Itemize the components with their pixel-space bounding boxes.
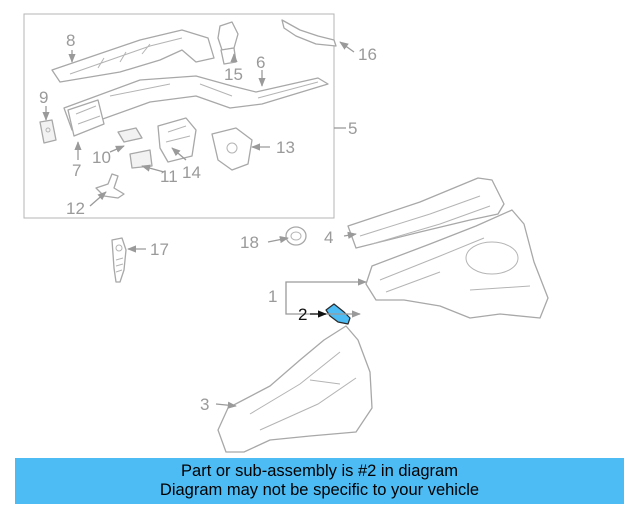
part-13-mount (211, 127, 253, 171)
part-17-bolt (111, 237, 127, 283)
part-7-plate (67, 99, 105, 137)
subassembly-frame (23, 13, 335, 219)
part-4-reinforcement (347, 177, 505, 249)
part-10-pad (117, 127, 143, 143)
info-banner: Part or sub-assembly is #2 in diagram Di… (15, 458, 624, 504)
part-12-clip (95, 173, 125, 199)
callout-8: 8 (66, 31, 75, 50)
callout-18: 18 (240, 233, 259, 252)
part-9-bracket (39, 119, 57, 144)
part-18-grommet (285, 226, 307, 246)
part-11-block (129, 149, 153, 169)
callout-14: 14 (182, 163, 201, 182)
callout-4: 4 (324, 228, 333, 247)
callout-15: 15 (224, 65, 243, 84)
part-6-rail (63, 75, 329, 131)
part-8-rail (51, 29, 215, 83)
part-1-apron (365, 209, 549, 319)
callout-3: 3 (200, 395, 209, 414)
callout-5: 5 (348, 119, 357, 138)
part-3-lower-apron (217, 325, 373, 453)
banner-line-2: Diagram may not be specific to your vehi… (159, 481, 480, 499)
part-16-strip (281, 19, 337, 47)
callout-6: 6 (256, 53, 265, 72)
callout-11: 11 (160, 167, 178, 186)
callout-1: 1 (268, 287, 277, 306)
callout-9: 9 (39, 88, 48, 107)
callout-2: 2 (298, 305, 307, 324)
callout-7: 7 (72, 161, 81, 180)
callout-17: 17 (150, 240, 169, 259)
part-15-bumper (217, 21, 239, 65)
callout-10: 10 (92, 148, 111, 167)
banner-line-1: Part or sub-assembly is #2 in diagram (181, 462, 458, 480)
part-14-bracket (157, 117, 197, 163)
callout-12: 12 (66, 199, 85, 218)
callout-16: 16 (358, 45, 377, 64)
callout-13: 13 (276, 138, 295, 157)
